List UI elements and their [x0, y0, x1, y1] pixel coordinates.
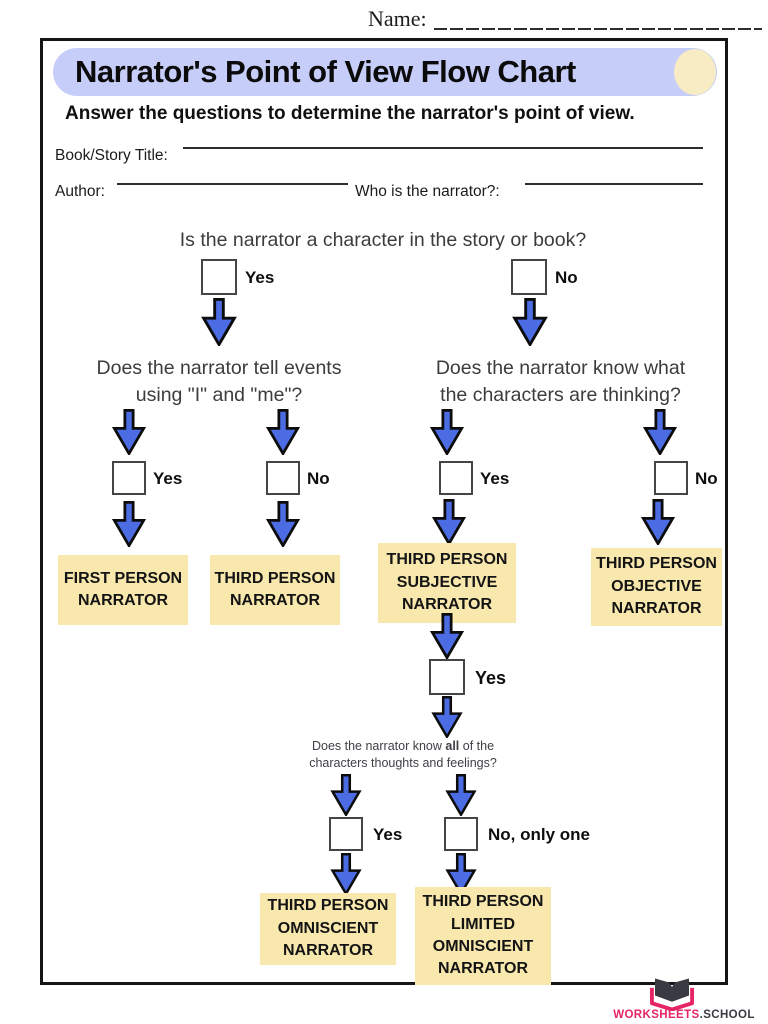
question-3: Does the narrator know all of the charac…	[293, 738, 513, 772]
book-title-input-line[interactable]	[183, 131, 703, 149]
result-third-person-omniscient-narrator: THIRD PERSON OMNISCIENT NARRATOR	[260, 893, 396, 965]
down-arrow-icon	[431, 696, 463, 738]
author-input-line[interactable]	[117, 167, 348, 185]
question-3-prefix: Does the narrator know	[311, 739, 446, 753]
page-title: Narrator's Point of View Flow Chart	[75, 54, 576, 89]
q1-yes-label: Yes	[245, 268, 275, 287]
down-arrow-icon	[430, 613, 464, 659]
author-label: Author:	[55, 183, 105, 200]
open-book-icon	[649, 978, 695, 1011]
brand-secondary-text: .SCHOOL	[699, 1009, 755, 1021]
down-arrow-icon	[643, 409, 677, 455]
down-arrow-icon	[432, 499, 466, 545]
result-third-person-limited-omniscient-narrator: THIRD PERSON LIMITED OMNISCIENT NARRATOR	[415, 887, 551, 985]
question-2-left-line1: Does the narrator tell events	[96, 357, 342, 379]
name-label: Name:	[368, 6, 427, 31]
name-input-line[interactable]	[434, 10, 762, 30]
question-3-suffix: of the characters thoughts and feelings?	[309, 739, 497, 770]
q2-left-no-checkbox[interactable]	[266, 461, 300, 495]
question-3-bold: all	[445, 739, 460, 753]
q2-right-yes-checkbox[interactable]	[439, 461, 473, 495]
q2-left-yes-checkbox[interactable]	[112, 461, 146, 495]
q2-right-no-checkbox[interactable]	[654, 461, 688, 495]
brand-wordmark: WORKSHEETS.SCHOOL	[600, 1009, 768, 1021]
question-2-right-line1: Does the narrator know what	[435, 357, 686, 379]
q2-left-yes-label: Yes	[153, 469, 183, 488]
down-arrow-icon	[201, 298, 237, 346]
q1-yes-checkbox[interactable]	[201, 259, 237, 295]
down-arrow-icon	[330, 853, 362, 895]
q3-yes-checkbox[interactable]	[329, 817, 363, 851]
down-arrow-icon	[266, 501, 300, 547]
result-third-person-narrator: THIRD PERSON NARRATOR	[210, 555, 340, 625]
q2-right-yes-label: Yes	[480, 469, 510, 488]
mid-yes-label: Yes	[475, 668, 507, 688]
brand-primary-text: WORKSHEETS	[613, 1009, 700, 1021]
down-arrow-icon	[641, 499, 675, 545]
q1-no-label: No	[555, 268, 578, 287]
question-1: Is the narrator a character in the story…	[179, 229, 587, 251]
q3-no-only-one-label: No, only one	[488, 825, 590, 844]
q3-no-only-one-checkbox[interactable]	[444, 817, 478, 851]
q2-right-no-label: No	[695, 469, 718, 488]
narrator-input-line[interactable]	[525, 167, 703, 185]
worksheet-frame: Narrator's Point of View Flow Chart Answ…	[40, 38, 728, 985]
mid-yes-checkbox[interactable]	[429, 659, 465, 695]
down-arrow-icon	[330, 774, 362, 816]
question-2-left: Does the narrator tell events using "I" …	[53, 355, 385, 410]
narrator-label: Who is the narrator?:	[355, 183, 500, 200]
q3-yes-label: Yes	[373, 825, 403, 844]
question-2-right-line2: the characters are thinking?	[440, 384, 681, 407]
q2-left-no-label: No	[307, 469, 330, 488]
q1-no-checkbox[interactable]	[511, 259, 547, 295]
down-arrow-icon	[445, 774, 477, 816]
question-2-right: Does the narrator know what the characte…	[398, 355, 723, 410]
question-2-left-line2: using "I" and "me"?	[135, 384, 303, 407]
down-arrow-icon	[112, 501, 146, 547]
book-title-label: Book/Story Title:	[55, 147, 168, 164]
down-arrow-icon	[512, 298, 548, 346]
result-third-person-subjective-narrator: THIRD PERSON SUBJECTIVE NARRATOR	[378, 543, 516, 623]
title-accent-ellipse	[674, 49, 716, 95]
instructions-text: Answer the questions to determine the na…	[65, 103, 635, 124]
down-arrow-icon	[430, 409, 464, 455]
title-banner: Narrator's Point of View Flow Chart	[53, 48, 717, 96]
down-arrow-icon	[112, 409, 146, 455]
result-first-person-narrator: FIRST PERSON NARRATOR	[58, 555, 188, 625]
result-third-person-objective-narrator: THIRD PERSON OBJECTIVE NARRATOR	[591, 548, 722, 626]
down-arrow-icon	[266, 409, 300, 455]
